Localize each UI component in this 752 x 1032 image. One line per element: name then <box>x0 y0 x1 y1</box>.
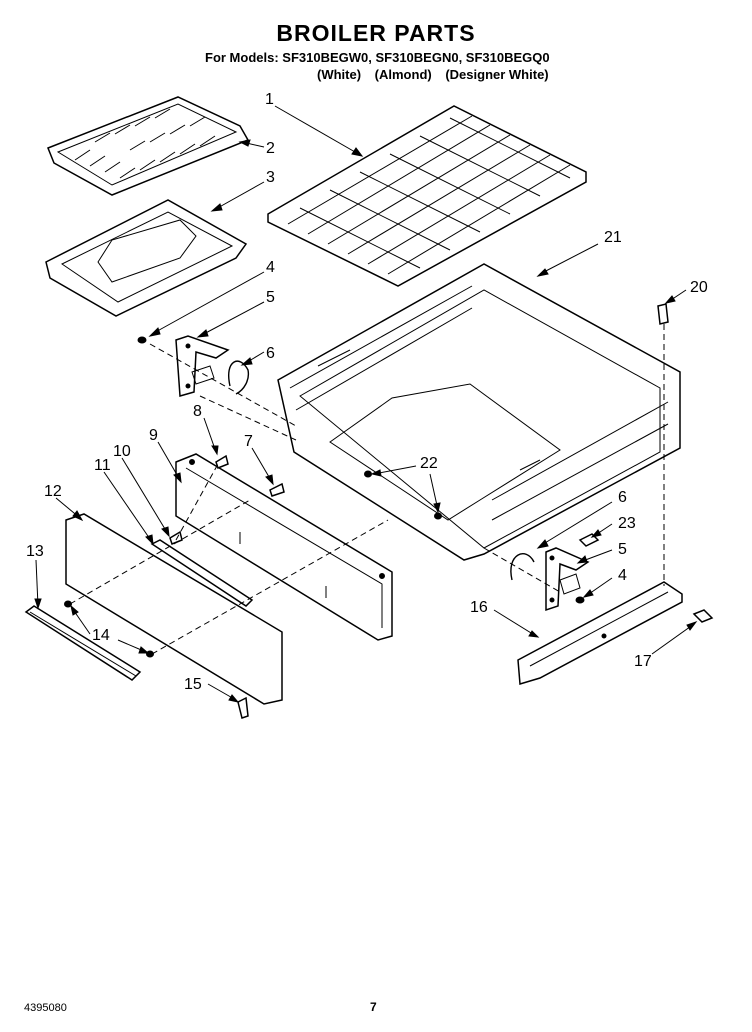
callout-11: 11 <box>94 457 111 474</box>
callout-5b: 5 <box>618 541 627 558</box>
right-hinge-bracket <box>510 533 600 612</box>
leader-lines <box>34 105 698 703</box>
drawer-inner-panel <box>175 453 393 641</box>
assembly-lines <box>69 324 665 655</box>
broiler-drawer-liner <box>277 263 681 561</box>
rail-clip <box>692 609 714 623</box>
drawer-slide <box>150 539 254 607</box>
page-number: 7 <box>370 1000 377 1014</box>
callout-5: 5 <box>266 289 275 306</box>
callout-4b: 4 <box>618 567 627 584</box>
page-title: BROILER PARTS <box>276 20 476 46</box>
callout-3: 3 <box>266 169 275 186</box>
callout-1: 1 <box>265 91 274 108</box>
color-list: (White) (Almond) (Designer White) <box>317 67 559 82</box>
drawer-support-rail <box>517 581 683 685</box>
color-almond: (Almond) <box>374 67 432 82</box>
color-designer-white: (Designer White) <box>445 67 549 82</box>
callout-6: 6 <box>266 345 275 362</box>
callout-20: 20 <box>690 279 708 296</box>
callout-23: 23 <box>618 515 636 532</box>
model-list: For Models: SF310BEGW0, SF310BEGN0, SF31… <box>205 50 550 65</box>
callout-17: 17 <box>634 653 652 670</box>
callout-8: 8 <box>193 403 202 420</box>
callout-9: 9 <box>149 427 158 444</box>
callout-7: 7 <box>244 433 253 450</box>
document-number: 4395080 <box>24 1002 67 1014</box>
left-hinge-bracket <box>137 335 250 397</box>
callout-6b: 6 <box>618 489 627 506</box>
color-white: (White) <box>317 67 362 82</box>
callout-12: 12 <box>44 483 62 500</box>
broiler-rack <box>267 105 587 287</box>
callout-13: 13 <box>26 543 44 560</box>
callout-2: 2 <box>266 140 275 157</box>
callout-10: 10 <box>113 443 131 460</box>
broiler-pan-grid <box>47 96 250 196</box>
callout-21: 21 <box>604 229 622 246</box>
callout-16: 16 <box>470 599 488 616</box>
callout-labels: 1 2 3 4 5 6 7 8 9 10 11 12 13 14 14 15 1… <box>26 91 708 693</box>
callout-14a: 14 <box>92 627 110 644</box>
callout-4: 4 <box>266 259 275 276</box>
callout-22: 22 <box>420 455 438 472</box>
drawer-front-panel <box>65 513 283 705</box>
broiler-pan <box>45 199 248 317</box>
drawer-handle <box>24 605 142 681</box>
callout-15: 15 <box>184 676 202 693</box>
